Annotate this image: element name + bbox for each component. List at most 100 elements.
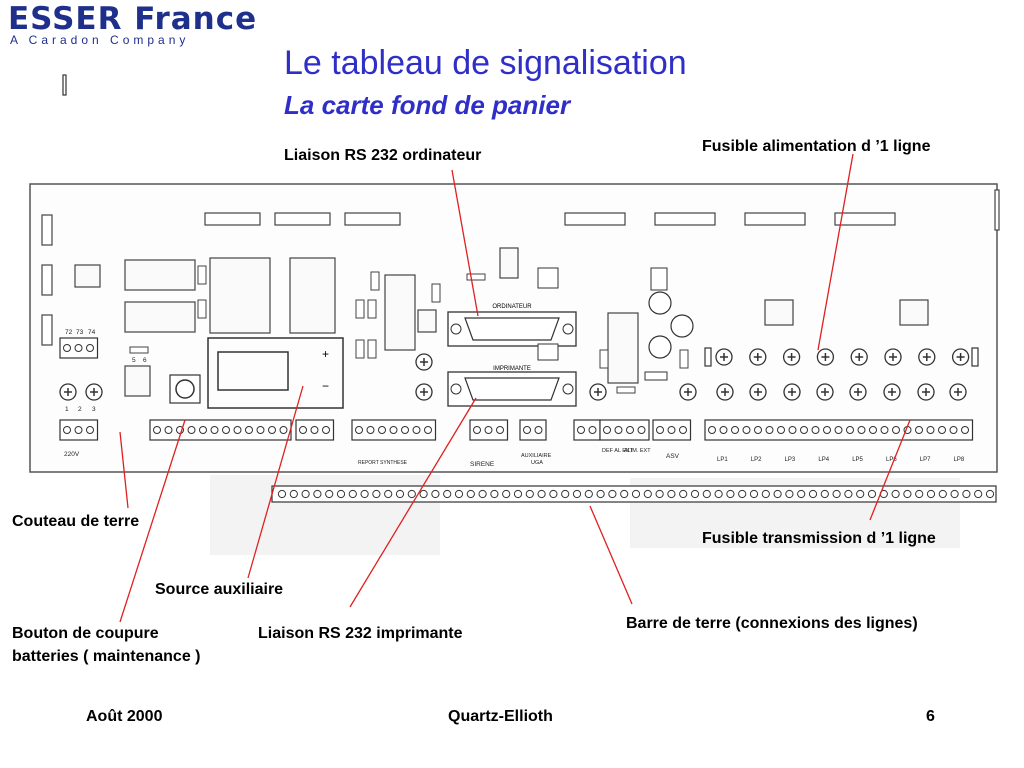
earth-hole [525, 489, 534, 499]
earth-hole [761, 489, 770, 499]
leader-rs232-printer [349, 397, 477, 608]
callout-fuse-power: Fusible alimentation d ’1 ligne [702, 138, 931, 155]
leader-rs232-pc [451, 169, 479, 317]
earth-hole [962, 489, 971, 499]
callout-aux-source: Source auxiliaire [155, 581, 284, 598]
leader-fuse-transmission [869, 419, 911, 521]
earth-hole [466, 489, 475, 499]
terminal-block-72-74 [59, 337, 99, 359]
screw-terminal [59, 383, 77, 401]
fuse-row [704, 347, 979, 367]
earth-hole [867, 489, 877, 499]
callout-rs232-pc: Liaison RS 232 ordinateur [284, 147, 482, 164]
footer-date: Août 2000 [86, 708, 163, 725]
label-alim-ext: ALIM. EXT [624, 448, 651, 454]
db25-printer-connector [447, 371, 577, 407]
callout-earth-bar: Barre de terre (connexions des lignes) [626, 615, 918, 632]
callout-battery-button-line1: Bouton de coupure [12, 625, 159, 642]
line-label-lp8: LP8 [954, 457, 965, 463]
earth-hole [667, 489, 676, 499]
screw-terminal [883, 383, 901, 401]
earth-hole [301, 489, 310, 499]
earth-hole [926, 489, 936, 499]
spacer [62, 74, 67, 96]
earth-hole [726, 489, 735, 499]
line-label-lp6: LP6 [886, 457, 897, 463]
leader-earth-knife [119, 431, 129, 509]
slide-title: Le tableau de signalisation [284, 44, 687, 82]
label-auxiliaire: AUXILIAIRE [521, 453, 552, 459]
earth-hole [891, 489, 900, 499]
earth-hole [808, 489, 818, 499]
svg-text:−: − [322, 379, 329, 393]
leader-earth-bar [589, 505, 633, 605]
label-220v: 220V [64, 451, 80, 458]
term-num-72: 72 [65, 329, 73, 336]
earth-hole [608, 489, 617, 499]
term-num-3: 3 [92, 406, 96, 413]
earth-hole [785, 489, 794, 499]
fuse [884, 348, 902, 366]
earth-hole [985, 489, 995, 499]
earth-hole [738, 489, 747, 499]
terminal-block-1-3 [59, 419, 99, 441]
callout-battery-button-line2: batteries ( maintenance ) [12, 648, 201, 665]
term-num-73: 73 [76, 329, 84, 336]
terminal-block-39-42 [599, 419, 650, 441]
fuse [850, 348, 868, 366]
term-num-6: 6 [143, 357, 147, 364]
screw-terminal [589, 383, 607, 401]
term-num-1: 1 [65, 406, 69, 413]
earth-bar-holes [277, 489, 995, 499]
callout-fuse-transmission: Fusible transmission d ’1 ligne [702, 530, 936, 547]
leader-aux-source [247, 385, 304, 579]
slide-subtitle: La carte fond de panier [284, 90, 571, 120]
screw-terminal [716, 383, 734, 401]
jumpers [537, 267, 668, 381]
footer-page-number: 6 [926, 708, 935, 725]
label-sirene: SIRENE [470, 461, 495, 468]
line-label-lp1: LP1 [717, 457, 728, 463]
db25-pc-connector [447, 311, 577, 347]
earth-hole [513, 489, 523, 499]
earth-hole [749, 489, 759, 499]
screw-terminal [679, 383, 697, 401]
aux-source-block [207, 337, 344, 409]
pc-connector-label: ORDINATEUR [492, 304, 532, 310]
terminal-block-7-18 [149, 419, 292, 441]
fuse [951, 348, 970, 366]
earth-hole [643, 489, 652, 499]
earth-hole [549, 489, 558, 499]
earth-hole [572, 489, 582, 499]
earth-hole [679, 489, 688, 499]
screw-terminal [917, 383, 935, 401]
terminal-block-19-22 [295, 419, 335, 441]
esser-logo: ESSER France A Caradon Company [8, 2, 257, 47]
earth-hole [502, 489, 511, 499]
screw-terminal [849, 383, 867, 401]
earth-hole [690, 489, 700, 499]
earth-hole [336, 489, 346, 499]
earth-hole [903, 489, 912, 499]
earth-hole [395, 489, 405, 499]
earth-hole [938, 489, 947, 499]
term-num-74: 74 [88, 329, 96, 336]
earth-hole [915, 489, 924, 499]
earth-hole [443, 489, 452, 499]
earth-hole [313, 489, 322, 499]
leader-fuse-power [817, 153, 854, 351]
earth-hole [856, 489, 865, 499]
fuse [918, 348, 936, 366]
line-label-lp4: LP4 [818, 457, 829, 463]
terminal-blocks [59, 74, 974, 441]
screw-terminal [816, 383, 834, 401]
earth-hole [584, 489, 593, 499]
earth-hole [537, 489, 546, 499]
line-label-lp7: LP7 [920, 457, 931, 463]
earth-hole [372, 489, 381, 499]
terminal-block-35-36 [519, 419, 547, 441]
fuse [715, 348, 733, 366]
earth-hole [277, 489, 287, 499]
screw-terminal [85, 383, 103, 401]
